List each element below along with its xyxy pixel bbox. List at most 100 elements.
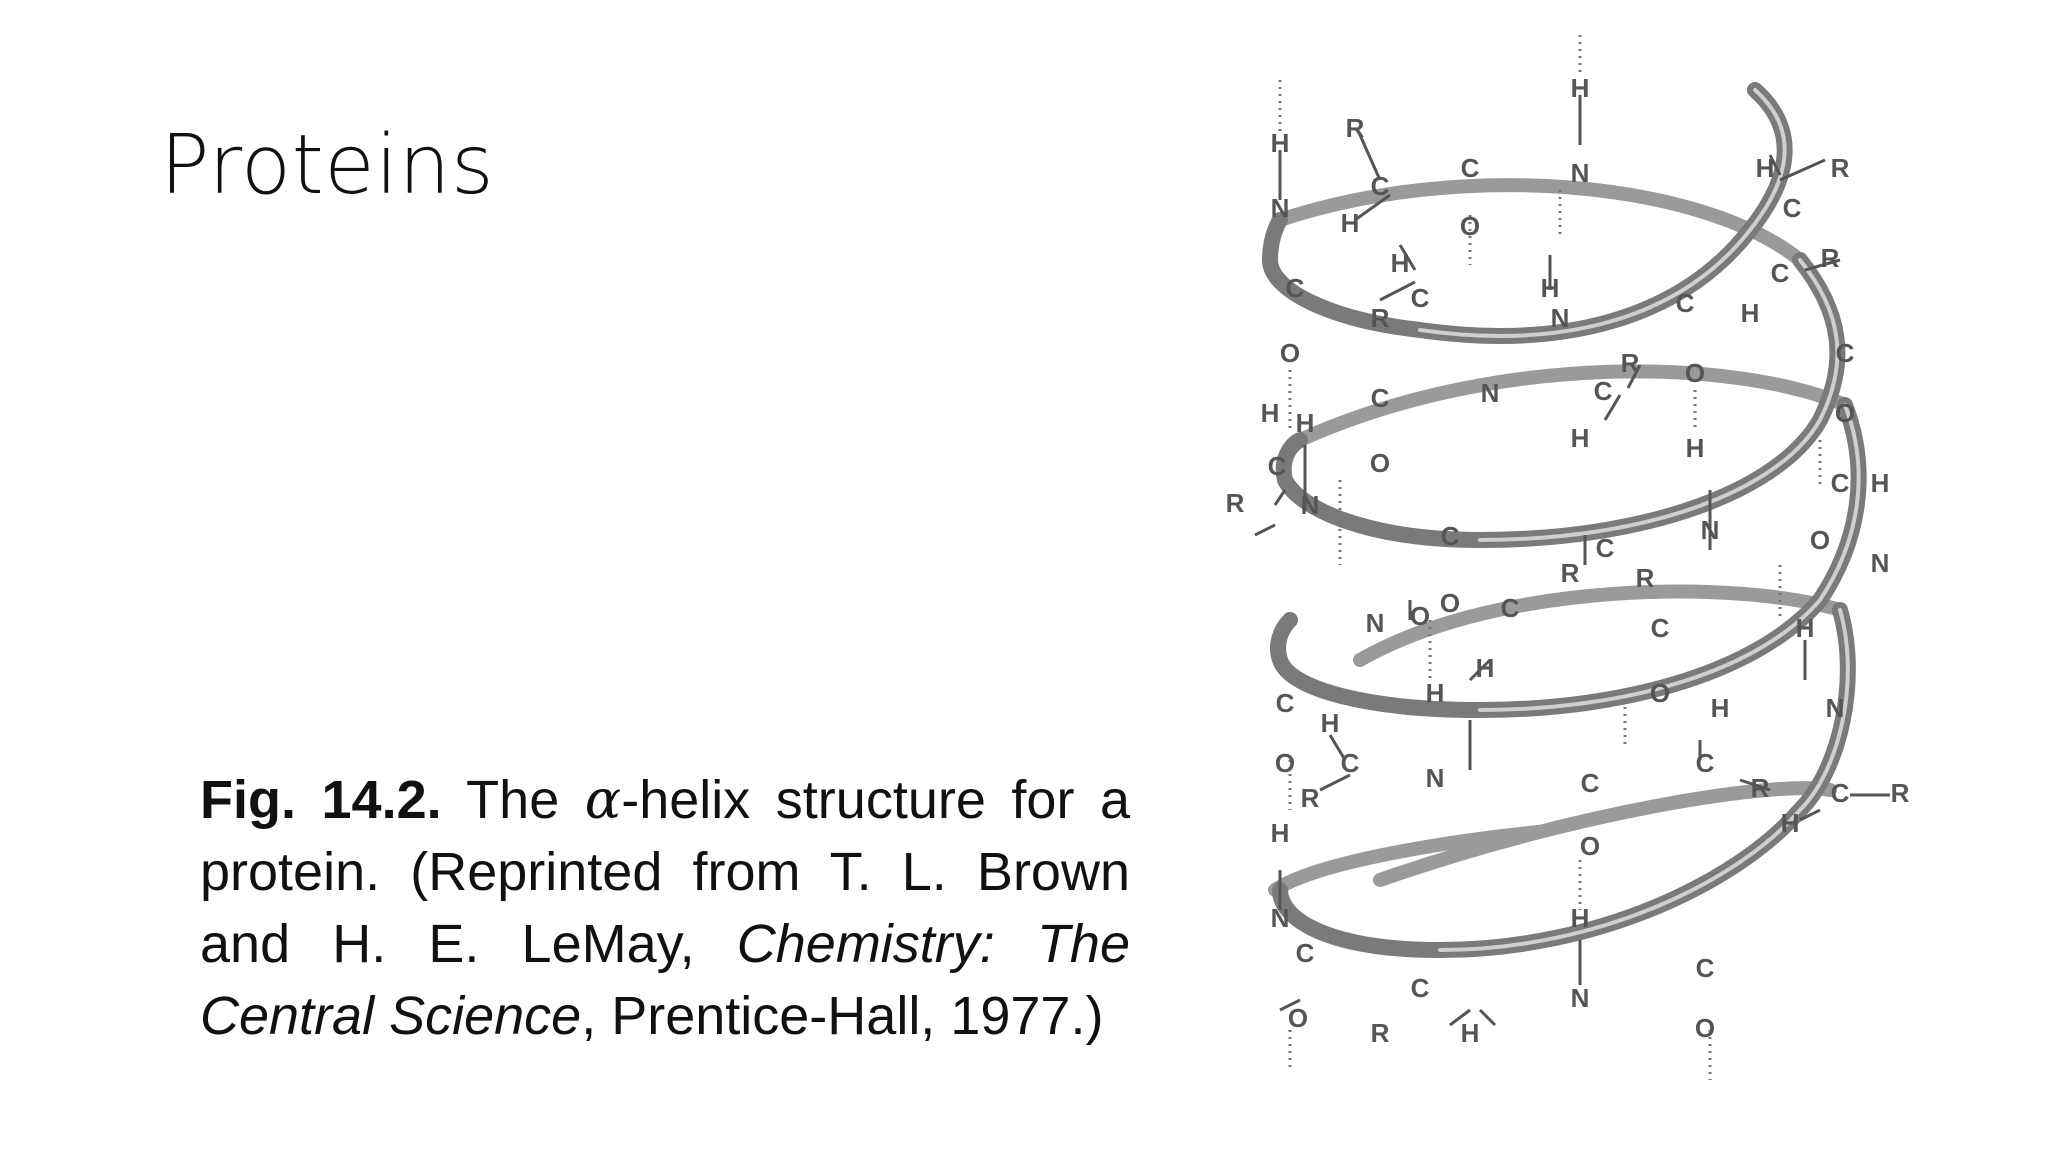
atom-label: C — [1276, 688, 1295, 718]
caption-line-3: and H. E. LeMay, Chemistry: The — [200, 908, 1130, 980]
atom-label: H — [1756, 153, 1775, 183]
alpha-symbol: α — [584, 768, 622, 831]
atom-label: H — [1271, 818, 1290, 848]
atom-label: H — [1426, 678, 1445, 708]
atom-label: O — [1288, 1003, 1308, 1033]
atom-label: C — [1696, 953, 1715, 983]
atom-label: R — [1821, 243, 1840, 273]
caption-text-1: The — [441, 770, 585, 830]
atom-label: H — [1781, 808, 1800, 838]
atom-label: H — [1871, 468, 1890, 498]
atom-label: C — [1461, 153, 1480, 183]
atom-label: C — [1371, 383, 1390, 413]
atom-label: N — [1271, 903, 1290, 933]
atom-label: R — [1891, 778, 1910, 808]
atom-label: N — [1571, 158, 1590, 188]
atom-label: C — [1268, 451, 1287, 481]
atom-label: C — [1411, 283, 1430, 313]
caption-line-1: Fig. 14.2. The α-helix structure for a — [200, 764, 1130, 836]
atom-label: H — [1571, 73, 1590, 103]
atom-label: H — [1686, 433, 1705, 463]
atom-label: N — [1701, 515, 1720, 545]
book-title-part-1: Chemistry: The — [736, 914, 1130, 974]
atom-label: C — [1676, 288, 1695, 318]
atom-label: H — [1341, 208, 1360, 238]
atom-label: N — [1571, 983, 1590, 1013]
atom-label: C — [1651, 613, 1670, 643]
atom-label: R — [1621, 348, 1640, 378]
atom-label: C — [1286, 273, 1305, 303]
atom-label: R — [1371, 303, 1390, 333]
atom-label: O — [1370, 448, 1390, 478]
atom-label: R — [1561, 558, 1580, 588]
atom-label: H — [1711, 693, 1730, 723]
atom-label: R — [1751, 773, 1770, 803]
atom-label: O — [1650, 678, 1670, 708]
atom-label: H — [1571, 423, 1590, 453]
helix-ribbon-back — [1268, 178, 1852, 897]
slide-title: Proteins — [160, 118, 495, 213]
atom-label: R — [1226, 488, 1245, 518]
atom-label: O — [1275, 748, 1295, 778]
atom-label: C — [1341, 748, 1360, 778]
figure-label: Fig. 14.2. — [200, 770, 442, 830]
atom-label: R — [1636, 563, 1655, 593]
atom-label: C — [1371, 171, 1390, 201]
atom-label: H — [1321, 708, 1340, 738]
atom-label: N — [1426, 763, 1445, 793]
atom-label: C — [1696, 748, 1715, 778]
atom-label: O — [1410, 601, 1430, 631]
caption-text-4: , Prentice-Hall, 1977.) — [581, 986, 1104, 1046]
atom-label: N — [1301, 490, 1320, 520]
atom-label: C — [1296, 938, 1315, 968]
atom-label: C — [1581, 768, 1600, 798]
atom-label: O — [1835, 398, 1855, 428]
atom-label: C — [1501, 593, 1520, 623]
atom-label: H — [1476, 653, 1495, 683]
atom-label: C — [1596, 533, 1615, 563]
atom-label: O — [1460, 211, 1480, 241]
atom-label: O — [1695, 1013, 1715, 1043]
atom-label: H — [1571, 903, 1590, 933]
atom-label: R — [1346, 113, 1365, 143]
alpha-helix-diagram: H N R C H C O H N H C R C R H C O H C R — [1180, 20, 1940, 1100]
atom-label: H — [1296, 408, 1315, 438]
helix-ribbon-front — [1261, 82, 1867, 959]
atom-label: O — [1440, 588, 1460, 618]
atom-label: C — [1836, 338, 1855, 368]
atom-label: N — [1481, 378, 1500, 408]
atom-label: C — [1831, 778, 1850, 808]
atom-labels: H N R C H C O H N H C R C R H C O H C R — [1226, 73, 1910, 1048]
atom-label: H — [1271, 128, 1290, 158]
figure-caption: Fig. 14.2. The α-helix structure for a p… — [200, 764, 1130, 1052]
book-title-part-2: Central Science — [200, 986, 582, 1046]
atom-label: N — [1871, 548, 1890, 578]
atom-label: R — [1371, 1018, 1390, 1048]
caption-text-1b: -helix structure for a — [621, 770, 1130, 830]
caption-line-2: protein. (Reprinted from T. L. Brown — [200, 842, 1130, 902]
atom-label: O — [1280, 338, 1300, 368]
caption-text-3: and H. E. LeMay, — [200, 914, 737, 974]
atom-label: H — [1391, 248, 1410, 278]
atom-label: C — [1441, 521, 1460, 551]
atom-label: H — [1541, 273, 1560, 303]
atom-label: N — [1366, 608, 1385, 638]
caption-line-4: Central Science, Prentice-Hall, 1977.) — [200, 980, 1130, 1052]
atom-label: C — [1771, 258, 1790, 288]
atom-label: C — [1411, 973, 1430, 1003]
covalent-bonds — [1254, 95, 1890, 1027]
atom-label: C — [1783, 193, 1802, 223]
atom-label: O — [1685, 358, 1705, 388]
alpha-helix-svg: H N R C H C O H N H C R C R H C O H C R — [1226, 35, 1910, 1080]
hydrogen-bonds — [1278, 35, 1822, 1080]
atom-label: H — [1461, 1018, 1480, 1048]
atom-label: O — [1580, 831, 1600, 861]
atom-label: C — [1831, 468, 1850, 498]
atom-label: H — [1261, 398, 1280, 428]
atom-label: R — [1301, 783, 1320, 813]
atom-label: N — [1826, 693, 1845, 723]
atom-label: H — [1796, 613, 1815, 643]
atom-label: H — [1741, 298, 1760, 328]
atom-label: R — [1831, 153, 1850, 183]
